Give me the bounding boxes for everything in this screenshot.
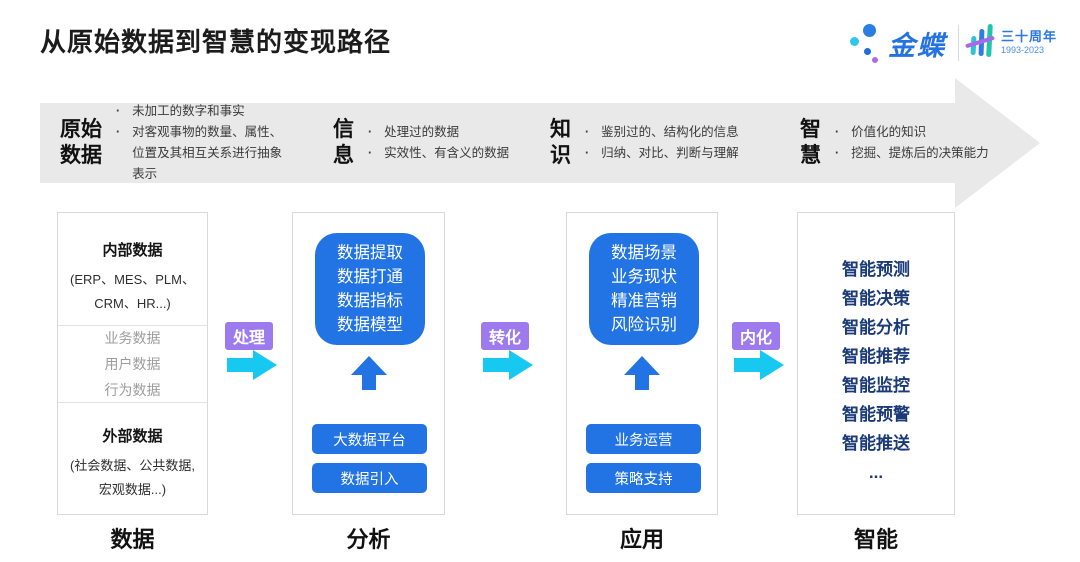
external-data-line: (社会数据、公共数据, [70,458,195,473]
application-box: 数据场景 业务现状 精准营销 风险识别 业务运营 策略支持 [566,212,718,515]
business-operation-button: 业务运营 [586,424,701,454]
smart-item: 智能推荐 [842,347,910,366]
data-type-item: 业务数据 [104,330,161,346]
stage-bullet: 归纳、对比、判断与理解 [601,146,739,160]
big-data-platform-button: 大数据平台 [312,424,427,454]
right-arrow-icon [734,350,792,380]
stage-bullet: 挖掘、提炼后的决策能力 [851,146,989,160]
panel-line: 风险识别 [611,316,677,334]
flow-badge-internalize: 内化 [732,322,780,350]
stage-header: 信 息 [333,118,354,167]
page-title: 从原始数据到智慧的变现路径 [40,27,392,57]
panel-line: 精准营销 [611,292,677,310]
stage-information: 信 息 处理过的数据 实效性、有含义的数据 [333,103,546,183]
smart-item: 智能预警 [842,405,910,424]
stage-bullet: 未加工的数字和事实 [132,104,245,118]
panel-line: 数据指标 [337,292,403,310]
panel-line: 数据场景 [611,244,677,262]
smart-item: 智能预测 [842,260,910,279]
external-data-line: 宏观数据...) [98,482,167,497]
column-label-analysis: 分析 [346,527,391,552]
data-import-button: 数据引入 [312,463,427,493]
panel-line: 数据模型 [337,316,403,334]
panel-line: 数据打通 [337,268,403,286]
application-panel: 数据场景 业务现状 精准营销 风险识别 [589,233,699,345]
panel-line: 业务现状 [611,268,677,286]
smart-item-ellipsis: ... [868,463,884,482]
up-arrow-icon [624,356,660,390]
column-label-application: 应用 [619,527,664,552]
internal-data-line: (ERP、MES、PLM、 [70,272,195,287]
data-sources-box: 内部数据 (ERP、MES、PLM、 CRM、HR...) 业务数据 用户数据 … [57,212,208,515]
data-type-item: 用户数据 [104,356,161,372]
panel-line: 数据提取 [337,244,403,262]
stage-bullet: 对客观事物的数量、属性、位置及其相互关系进行抽象表示 [132,125,283,181]
strategy-support-button: 策略支持 [586,463,701,493]
smart-item: 智能推送 [842,434,910,453]
analysis-panel: 数据提取 数据打通 数据指标 数据模型 [315,233,425,345]
internal-data-line: CRM、HR...) [94,296,171,311]
stage-header: 原始 数据 [60,118,102,167]
flow-badge-process: 处理 [225,322,273,350]
right-arrow-icon [227,350,285,380]
stage-raw-data: 原始 数据 未加工的数字和事实 对客观事物的数量、属性、位置及其相互关系进行抽象… [60,103,294,183]
anniversary-years: 1993-2023 [1001,45,1045,56]
up-arrow-icon [350,356,387,390]
internal-data-title: 内部数据 [102,242,163,259]
stage-header: 智 慧 [800,118,821,167]
smart-item: 智能监控 [842,376,910,395]
column-label-data: 数据 [110,527,155,552]
column-label-intelligence: 智能 [853,527,898,552]
kingdee-logo: 金蝶 三十周年 1993-2023 [850,20,1057,66]
internal-data-section: 内部数据 (ERP、MES、PLM、 CRM、HR...) [58,213,207,325]
data-types-section: 业务数据 用户数据 行为数据 [58,325,207,402]
stage-bullet: 实效性、有含义的数据 [384,146,510,160]
kingdee-dots-icon [850,22,880,64]
stage-wisdom: 智 慧 价值化的知识 挖掘、提炼后的决策能力 [800,103,1010,183]
external-data-title: 外部数据 [102,428,163,445]
data-type-item: 行为数据 [104,382,161,398]
stage-bullet: 价值化的知识 [851,125,927,139]
logo-divider [958,25,959,61]
stage-bullet: 处理过的数据 [384,125,460,139]
stage-header: 知 识 [550,118,571,167]
thirty-anniversary-mark-icon [965,23,995,62]
external-data-section: 外部数据 (社会数据、公共数据, 宏观数据...) [58,402,207,514]
stage-knowledge: 知 识 鉴别过的、结构化的信息 归纳、对比、判断与理解 [550,103,775,183]
stage-bullet: 鉴别过的、结构化的信息 [601,125,739,139]
smart-item: 智能分析 [842,318,910,337]
flow-badge-transform: 转化 [481,322,529,350]
right-arrow-icon [483,350,541,380]
intelligence-box: 智能预测 智能决策 智能分析 智能推荐 智能监控 智能预警 智能推送 ... [797,212,955,515]
analysis-box: 数据提取 数据打通 数据指标 数据模型 大数据平台 数据引入 [292,212,445,515]
anniversary-label: 三十周年 [1001,28,1058,44]
kingdee-brand-text: 金蝶 [888,30,946,61]
smart-item: 智能决策 [842,289,910,308]
